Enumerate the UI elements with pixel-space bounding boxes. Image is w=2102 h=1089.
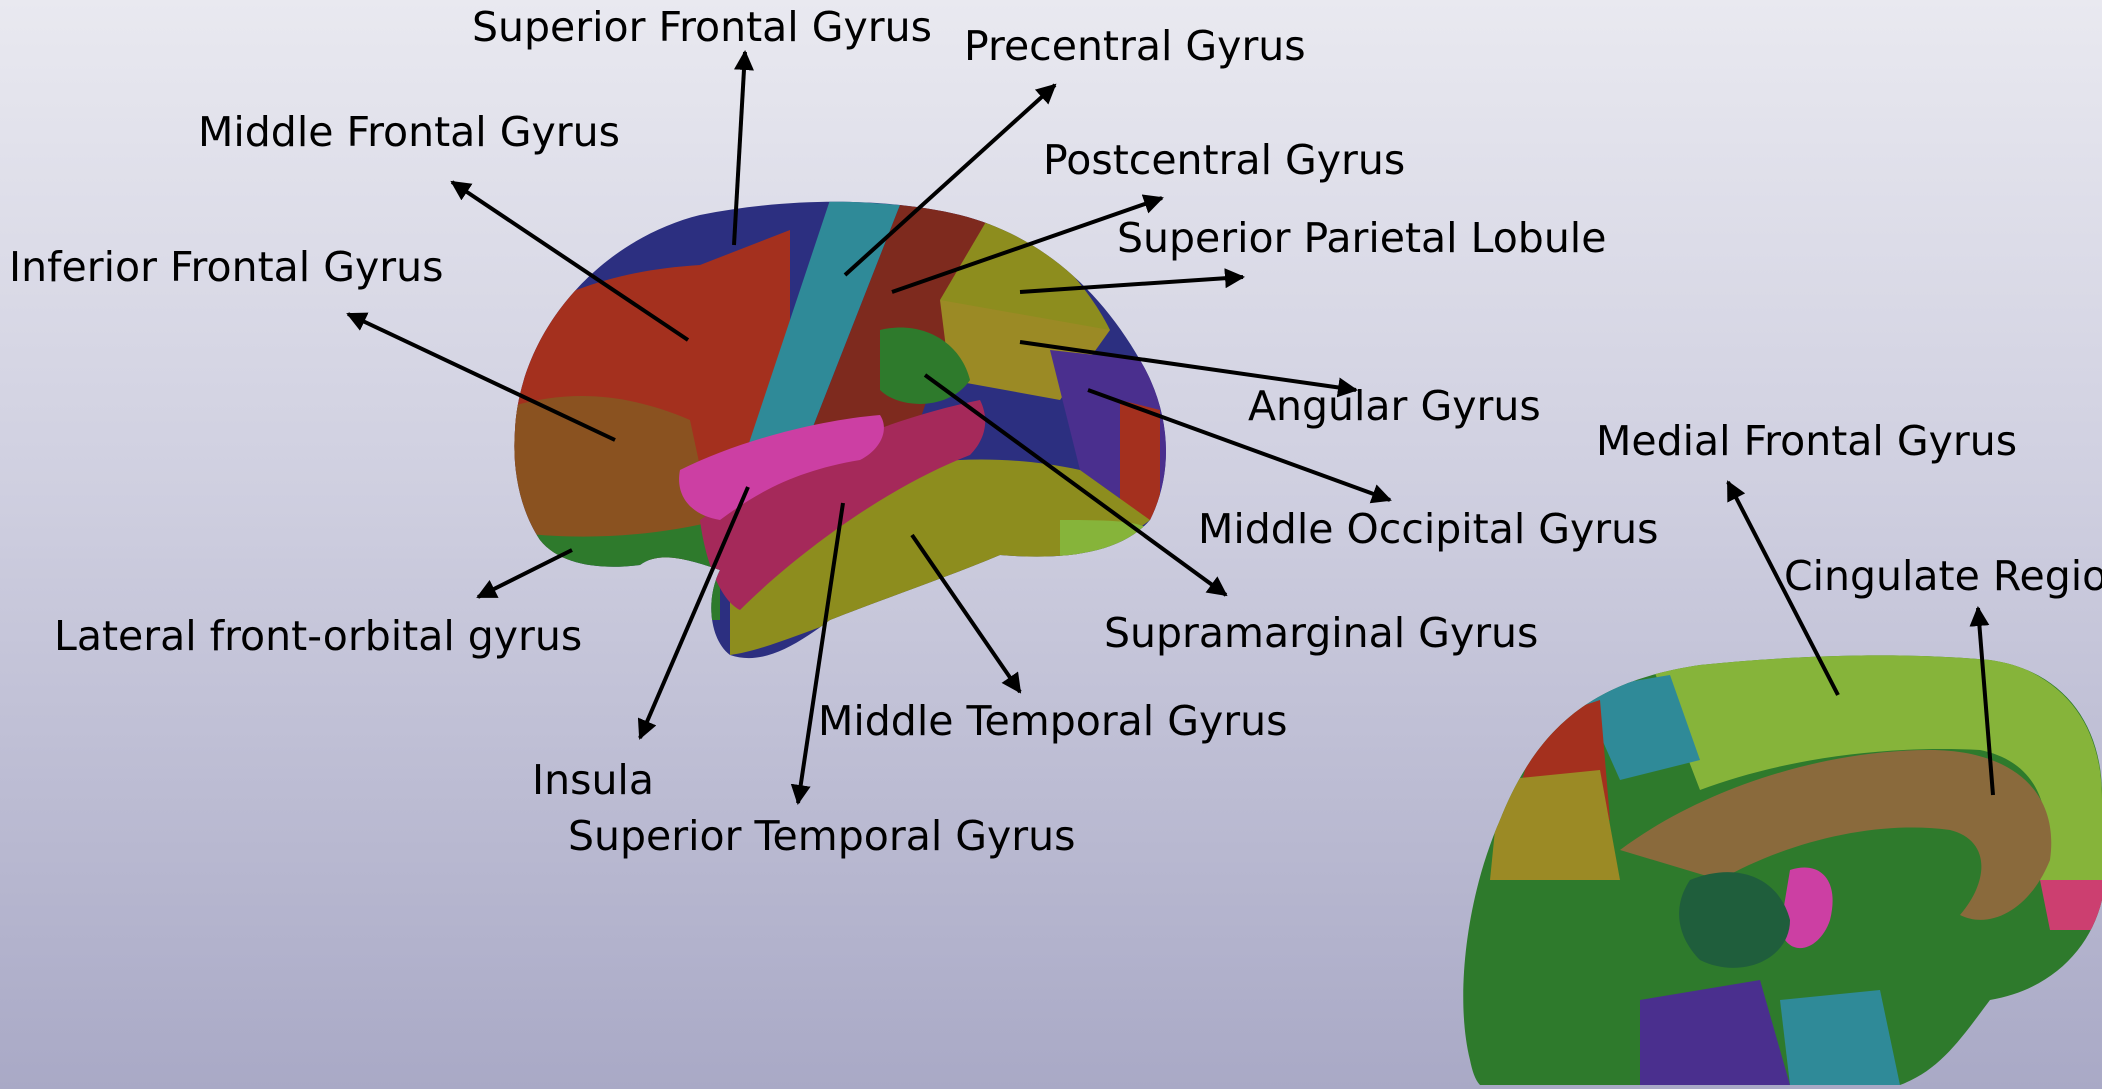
label-middle-frontal-gyrus: Middle Frontal Gyrus <box>198 108 620 156</box>
medial-brain-view <box>1450 640 2102 1089</box>
medial-region-olive <box>1490 770 1620 880</box>
medial-region-teal-bottom <box>1780 990 1900 1085</box>
label-angular-gyrus: Angular Gyrus <box>1248 382 1541 430</box>
label-cingulate-region: Cingulate Region <box>1784 552 2102 600</box>
label-inferior-frontal-gyrus: Inferior Frontal Gyrus <box>9 243 443 291</box>
label-superior-parietal-lobule: Superior Parietal Lobule <box>1117 214 1606 262</box>
label-precentral-gyrus: Precentral Gyrus <box>964 22 1306 70</box>
medial-region-pink-edge <box>2040 880 2102 930</box>
label-postcentral-gyrus: Postcentral Gyrus <box>1043 136 1405 184</box>
label-lateral-front-orbital-gyrus: Lateral front-orbital gyrus <box>54 612 582 660</box>
label-middle-temporal-gyrus: Middle Temporal Gyrus <box>818 697 1287 745</box>
region-lime-occipital <box>1060 520 1150 560</box>
arrow-lateral-front-orbital <box>478 550 572 597</box>
label-medial-frontal-gyrus: Medial Frontal Gyrus <box>1596 417 2017 465</box>
label-superior-temporal-gyrus: Superior Temporal Gyrus <box>568 812 1075 860</box>
region-occipital-red <box>1120 400 1160 520</box>
label-supramarginal-gyrus: Supramarginal Gyrus <box>1104 609 1538 657</box>
label-superior-frontal-gyrus: Superior Frontal Gyrus <box>472 3 932 51</box>
label-insula: Insula <box>532 756 654 804</box>
label-middle-occipital-gyrus: Middle Occipital Gyrus <box>1198 505 1659 553</box>
